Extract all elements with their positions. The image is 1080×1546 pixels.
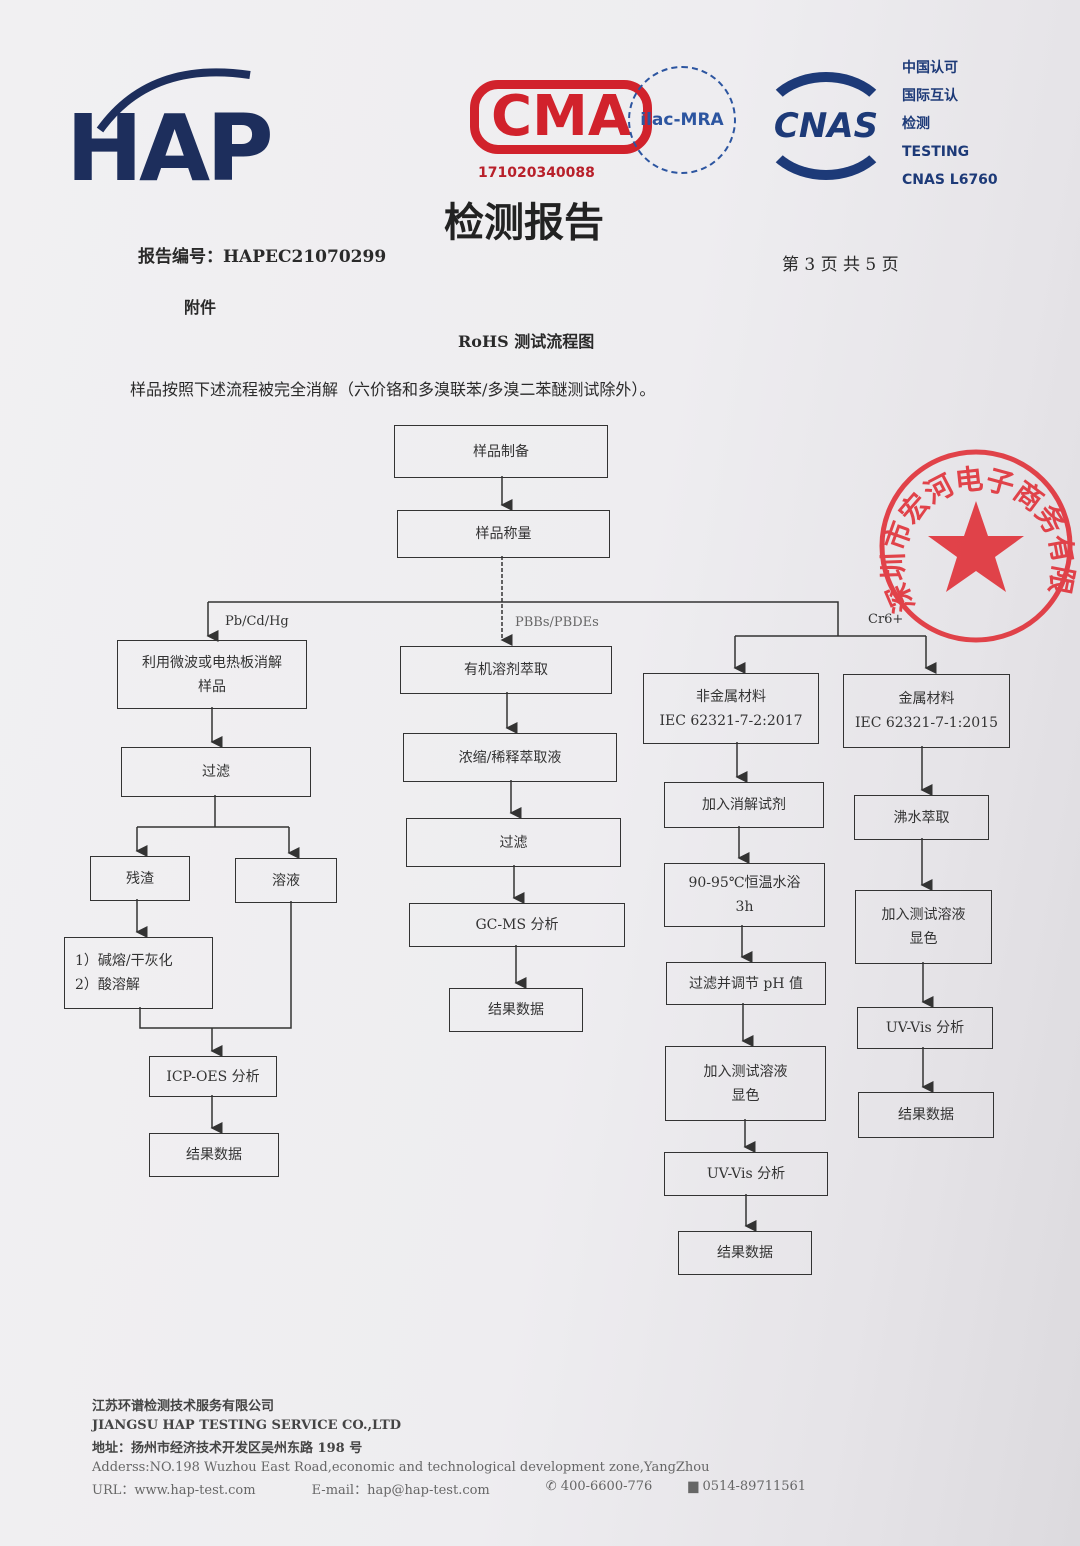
fax-icon: ▆ <box>688 1479 703 1494</box>
flow-step-c3-2: 90-95℃恒温水浴 3h <box>664 863 825 927</box>
cnas-line: 检测 <box>902 116 930 132</box>
branch-label-pb-cd-hg: Pb/Cd/Hg <box>225 614 289 629</box>
flow-step-text: 残渣 <box>126 870 154 887</box>
phone-number: 400-6600-776 <box>560 1479 653 1494</box>
flow-step-text: 金属材料 <box>898 691 955 707</box>
flow-step-text: 过滤 <box>499 834 528 851</box>
flow-step-c3-6: 结果数据 <box>678 1231 812 1275</box>
flow-step-c4-3: UV-Vis 分析 <box>857 1007 993 1049</box>
flow-step-c2-2: 过滤 <box>406 818 621 867</box>
flow-step-text: 显色 <box>909 931 938 947</box>
flow-step-text: 3h <box>735 899 754 915</box>
flow-step-c4-4: 结果数据 <box>858 1092 994 1138</box>
cma-number: 171020340088 <box>478 165 595 181</box>
flow-step-text: 加入测试溶液 <box>703 1063 788 1080</box>
flow-step-text: 过滤 <box>202 764 230 780</box>
flow-step-c3-1: 加入消解试剂 <box>664 782 824 828</box>
flow-step-c2-3: GC-MS 分析 <box>409 903 625 947</box>
phone: ✆ 400-6600-776 <box>546 1479 653 1498</box>
cnas-line: TESTING <box>902 144 970 160</box>
cnas-line: 中国认可 <box>902 60 958 76</box>
company-en: JIANGSU HAP TESTING SERVICE CO.,LTD <box>92 1418 402 1433</box>
flow-step-text: 浓缩/稀释萃取液 <box>458 749 562 766</box>
branch-label-pbbs: PBBs/PBDEs <box>515 615 599 630</box>
flow-step-text: 过滤并调节 pH 值 <box>688 975 804 992</box>
company-cn: 江苏环谱检测技术服务有限公司 <box>92 1399 275 1414</box>
hap-logo: HAP <box>66 95 274 202</box>
phone-icon: ✆ <box>545 1479 561 1494</box>
flow-step-c1-3: 溶液 <box>235 858 337 903</box>
flow-step-text: 沸水萃取 <box>893 809 950 826</box>
flow-step-text: IEC 62321-7-2:2017 <box>659 712 803 729</box>
flow-step-text: 样品称量 <box>475 526 532 542</box>
flow-step-text: 1）碱熔/干灰化 <box>75 953 173 969</box>
flow-step-text: 加入测试溶液 <box>881 907 966 923</box>
cnas-line: CNAS L6760 <box>902 172 998 188</box>
flow-step-text: 样品 <box>198 678 226 695</box>
ilac-mra-logo: ilac-MRA <box>628 66 736 174</box>
flow-step-text: 2）酸溶解 <box>75 977 140 993</box>
flow-step-c2-0: 有机溶剂萃取 <box>400 646 612 694</box>
hap-logo-arc <box>96 68 251 133</box>
flow-step-text: GC-MS 分析 <box>475 917 559 933</box>
page-info: 第 3 页 共 5 页 <box>782 255 899 275</box>
cnas-logo: CNAS <box>758 72 894 180</box>
flow-step-text: 利用微波或电热板消解 <box>142 654 282 671</box>
fax-number: 0514-89711561 <box>702 1479 807 1494</box>
url-link[interactable]: URL：www.hap-test.com <box>92 1483 256 1498</box>
flow-step-c1-4: 1）碱熔/干灰化 2）酸溶解 <box>64 937 213 1009</box>
attachment-label: 附件 <box>184 298 217 317</box>
flow-step-c1-6: 结果数据 <box>149 1133 279 1177</box>
flow-step-text: UV-Vis 分析 <box>706 1166 786 1182</box>
flow-step-c4-1: 沸水萃取 <box>854 795 989 840</box>
flow-step-text: 结果数据 <box>488 1002 544 1018</box>
flow-step-c3-3: 过滤并调节 pH 值 <box>666 962 826 1005</box>
flow-step-c1-5: ICP-OES 分析 <box>149 1056 277 1097</box>
flow-step-text: 加入消解试剂 <box>702 797 786 813</box>
fax: ▆ 0514-89711561 <box>688 1479 806 1498</box>
flow-step-c3-0: 非金属材料 IEC 62321-7-2:2017 <box>643 673 819 744</box>
flow-step-text: 样品制备 <box>473 443 529 460</box>
flow-step-c4-2: 加入测试溶液显色 <box>855 890 992 964</box>
flow-step-c3-4: 加入测试溶液显色 <box>665 1046 826 1121</box>
flow-step-text: 结果数据 <box>717 1245 773 1261</box>
branch-label-cr6: Cr6+ <box>868 612 904 627</box>
company-seal: 深圳市宏河电子商务有限公司 <box>876 446 1080 643</box>
intro-text: 样品按照下述流程被完全消解（六价铬和多溴联苯/多溴二苯醚测试除外）。 <box>130 380 656 399</box>
flow-step-c3-5: UV-Vis 分析 <box>664 1152 828 1196</box>
flow-step-text: 溶液 <box>272 872 300 889</box>
flow-step-text: UV-Vis 分析 <box>885 1020 965 1036</box>
email-link[interactable]: E-mail：hap@hap-test.com <box>311 1483 490 1498</box>
flow-step-text: IEC 62321-7-1:2015 <box>854 715 999 731</box>
flow-step-weigh-0: 样品称量 <box>397 510 610 558</box>
contact-row: URL：www.hap-test.com E-mail：hap@hap-test… <box>92 1479 806 1498</box>
cnas-text: 中国认可 国际互认 检测 TESTING CNAS L6760 <box>902 54 998 194</box>
flow-step-text: 结果数据 <box>186 1147 242 1163</box>
flow-step-c2-4: 结果数据 <box>449 988 583 1032</box>
flow-step-c1-1: 过滤 <box>121 747 311 797</box>
report-title: 检测报告 <box>444 199 604 246</box>
report-number: 报告编号：HAPEC21070299 <box>138 247 387 267</box>
flow-step-text: 结果数据 <box>898 1107 954 1123</box>
flow-step-prep-0: 样品制备 <box>394 425 608 478</box>
flow-step-c1-0: 利用微波或电热板消解样品 <box>117 640 307 709</box>
cnas-line: 国际互认 <box>902 88 958 104</box>
flow-step-text: ICP-OES 分析 <box>166 1068 260 1085</box>
flow-step-c4-0: 金属材料 IEC 62321-7-1:2015 <box>843 674 1010 748</box>
address-en: Adderss:NO.198 Wuzhou East Road,economic… <box>92 1460 710 1475</box>
footer: 江苏环谱检测技术服务有限公司 JIANGSU HAP TESTING SERVI… <box>92 1395 806 1498</box>
flow-step-c1-2: 残渣 <box>90 856 190 901</box>
flow-step-text: 有机溶剂萃取 <box>464 662 548 678</box>
address-cn: 地址：扬州市经济技术开发区吴州东路 198 号 <box>92 1441 363 1456</box>
flow-title: RoHS 测试流程图 <box>458 332 595 351</box>
flow-step-c2-1: 浓缩/稀释萃取液 <box>403 733 617 782</box>
flow-step-text: 显色 <box>731 1087 760 1104</box>
flow-step-text: 90-95℃恒温水浴 <box>688 875 801 891</box>
flow-step-text: 非金属材料 <box>696 688 766 705</box>
